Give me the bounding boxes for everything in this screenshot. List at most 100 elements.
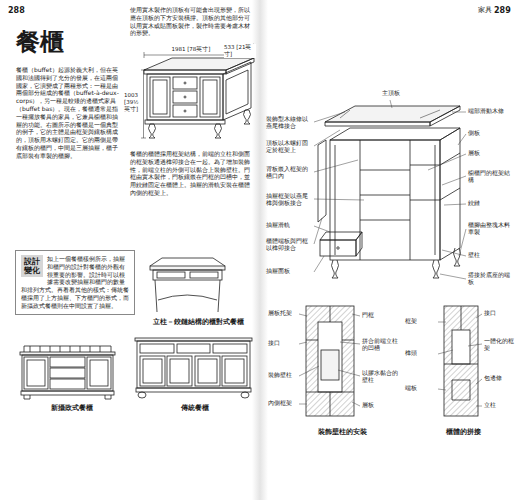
regency-sideboard-drawing [87,357,111,389]
figure-caption: 櫃體的拼接 [418,428,508,436]
figure-caption: 裝飾壁柱的安裝 [292,428,392,436]
sideboard-drawing [173,77,197,89]
exploded-sideboard-drawing [340,110,440,118]
sidebar-box: 設計變化如上一個餐櫃樣例所示，抽屜和櫃門的設計對餐櫃的外觀有很重要的影響。設計時… [15,250,135,315]
exploded-sideboard-drawing [332,248,461,278]
pilaster-detail-drawing [306,306,354,416]
sideboard-drawing [173,105,197,117]
traditional-sideboard-drawing [170,359,189,383]
callout-label: 裝飾壁柱 [268,372,298,379]
sideboard-drawing [150,77,170,117]
figure-caption: 立柱－鉸鏈結構的櫃對式餐櫃 [140,318,256,326]
sideboard-drawing [203,80,217,114]
traditional-sideboard-drawing [140,356,165,386]
carcass-joint-detail-drawing [452,330,470,364]
exploded-sideboard-drawing [430,106,460,126]
dimension: 533 [21英寸] [224,44,256,58]
traditional-sideboard-drawing [135,338,252,341]
sideboard-drawing [184,96,186,98]
sideboard-drawing [145,120,225,124]
callout-label: 裝飾型木線條以燕尾榫接合 [266,116,312,130]
leader-line [314,100,392,272]
leader-line [428,112,466,279]
callout-label: 層板 [362,402,402,409]
sidebar-heading: 設計變化 [21,255,43,277]
figure-caption: 傳統餐櫃 [150,404,240,412]
page-number: 288 [8,6,38,16]
sideboard-drawing [173,91,197,103]
regency-sideboard-drawing [24,395,111,399]
callout-label: 端部滑動木條 [468,108,514,115]
sideboard-drawing [215,124,222,138]
regency-sideboard-drawing [50,379,85,389]
running-head: 家具 [470,6,492,14]
sideboard-drawing [244,110,251,124]
exploded-sideboard-drawing [320,232,362,240]
traditional-sideboard-drawing [136,388,251,392]
leader-line [438,314,482,406]
sideboard-drawing [149,124,156,138]
table-buffet-drawing [190,272,218,278]
traditional-sideboard-drawing [137,341,250,388]
regency-sideboard-drawing [50,368,85,378]
callout-label: 櫃體端板與門框以榫卯接合 [266,238,312,252]
leader-line [299,314,360,406]
figure-caption: 新攝政式餐櫃 [24,404,120,412]
callout-label: 頂板以木螺釘固定於框架上 [266,140,312,154]
callout-label: 櫃腳由整塊木料車製 [468,222,514,236]
sideboard-drawing [184,82,186,84]
regency-sideboard-drawing [20,352,115,355]
sideboard-drawing [153,80,167,114]
callout-label: 搭接於底座的端板 [468,272,514,286]
callout-label: 側板 [468,130,514,137]
callout-label: 鉸鏈 [468,200,514,207]
sidebar-text: 如上一個餐櫃樣例所示，抽屜和櫃門的設計對餐櫃的外觀有很重要的影響。設計時可以根據… [21,255,129,310]
regency-sideboard-drawing [20,346,115,399]
traditional-sideboard-drawing [241,392,249,398]
carcass-joint-detail-drawing [444,306,478,400]
regency-sideboard-drawing [22,355,113,391]
callout-label: 端板 [405,385,437,392]
callout-label: 立柱 [484,402,516,409]
regency-sideboard-drawing [24,346,111,352]
callout-label: 背板嵌入框架的槽口內 [266,166,312,180]
exploded-sideboard-drawing [318,140,326,222]
dimension: 1981 [78英寸] [163,46,219,53]
pilaster-detail-drawing [306,306,354,416]
callout-label: 門框 [362,312,402,319]
exploded-sideboard-drawing [410,153,460,200]
regency-sideboard-drawing [90,360,108,386]
table-buffet-drawing [150,266,225,270]
callout-label: 主頂板 [374,90,408,97]
callout-label: 接口 [484,310,516,317]
callout-label: 榫頭 [405,350,437,357]
sideboard-drawing [200,77,220,117]
traditional-sideboard-drawing [225,359,244,383]
dimension: 1003 [39½英寸] [124,92,141,113]
traditional-sideboard-drawing [198,359,217,383]
callout-label: 抽屜滑軌 [266,222,312,229]
traditional-sideboard-drawing [177,344,210,353]
carcass-joint-detail-drawing [444,306,478,416]
traditional-sideboard-drawing [195,356,220,386]
exploded-sideboard-drawing [318,106,461,278]
regency-sideboard-drawing [21,391,114,395]
callout-label: 拼合前端立柱的凹槽 [362,338,402,352]
sideboard-drawing [147,74,223,120]
callout-label: 抽屜框架以燕尾榫與側板接合 [266,193,312,207]
table-buffet-drawing [153,270,222,280]
sideboard-drawing [226,70,248,114]
regency-sideboard-drawing [24,357,48,389]
exploded-sideboard-drawing [330,128,460,140]
exploded-sideboard-drawing [325,106,460,122]
sideboard-drawing [223,62,251,120]
carcass-joint-detail-drawing [444,306,478,416]
leader-line [299,100,482,406]
exploded-sideboard-drawing [356,232,362,256]
body-text: 餐櫃（buffet）起源於義大利，但在英國和法國得到了充分的發展，在這兩個國家，… [16,66,122,160]
callout-label: 接口 [268,340,298,347]
traditional-sideboard-drawing [140,344,174,353]
exploded-sideboard-drawing [320,240,356,256]
body-text: 餐櫃的櫃體採用框架結構，前端的立柱和側面的框架板通過榫卯接合在一起。為了增加裝飾… [130,150,254,197]
sideboard-drawing [184,110,186,112]
